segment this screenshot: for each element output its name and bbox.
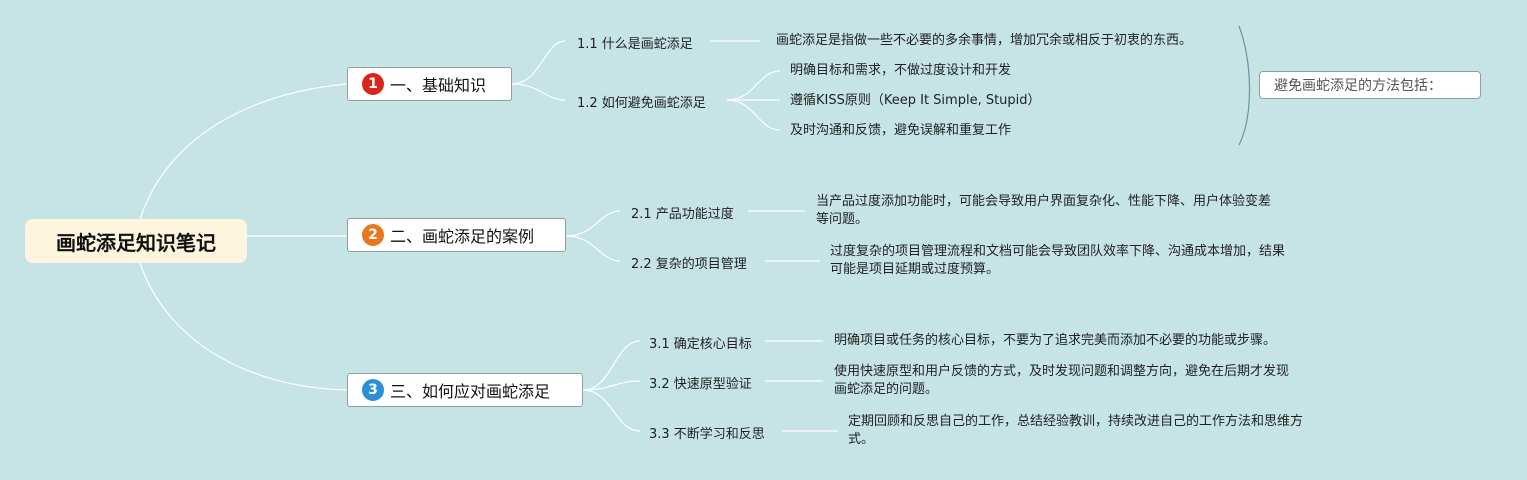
subtopic-1-2[interactable]: 1.2 如何避免画蛇添足 [577, 96, 706, 111]
note-3-1: 明确项目或任务的核心目标，不要为了追求完美而添加不必要的功能或步骤。 [834, 333, 1277, 348]
note-3-2-line-2: 画蛇添足的问题。 [834, 382, 939, 397]
branch-label: 三、如何应对画蛇添足 [390, 382, 551, 401]
subtopic-3-2[interactable]: 3.2 快速原型验证 [649, 377, 752, 392]
note-2-2-line-2: 可能是项目延期或过度预算。 [830, 262, 1000, 277]
subtopic-1-1[interactable]: 1.1 什么是画蛇添足 [577, 37, 693, 52]
note-3-3: 定期回顾和反思自己的工作，总结经验教训，持续改进自己的工作方法和思维方 式。 [848, 413, 1303, 449]
note-3-2-line-1: 使用快速原型和用户反馈的方式，及时发现问题和调整方向，避免在后期才发现 [834, 364, 1290, 379]
subtopic-3-3[interactable]: 3.3 不断学习和反思 [649, 427, 765, 442]
note-2-2: 过度复杂的项目管理流程和文档可能会导致团队效率下降、沟通成本增加，结果 可能是项… [830, 243, 1285, 279]
note-1-1: 画蛇添足是指做一些不必要的多余事情，增加冗余或相反于初衷的东西。 [776, 33, 1193, 48]
note-2-2-line-1: 过度复杂的项目管理流程和文档可能会导致团队效率下降、沟通成本增加，结果 [830, 244, 1286, 259]
number-badge-1: 1 [362, 73, 384, 95]
branch-solutions[interactable]: 3 三、如何应对画蛇添足 [347, 373, 583, 407]
subtopic-2-1[interactable]: 2.1 产品功能过度 [631, 207, 734, 222]
note-3-3-line-2: 式。 [848, 432, 875, 447]
number-badge-2: 2 [362, 224, 384, 246]
note-2-1-line-1: 当产品过度添加功能时，可能会导致用户界面复杂化、性能下降、用户体验变差 [816, 194, 1272, 209]
summary-label: 避免画蛇添足的方法包括： [1274, 78, 1442, 94]
note-3-3-line-1: 定期回顾和反思自己的工作，总结经验教训，持续改进自己的工作方法和思维方 [848, 414, 1304, 429]
subtopic-2-2[interactable]: 2.2 复杂的项目管理 [631, 257, 747, 272]
branch-label: 二、画蛇添足的案例 [390, 227, 535, 246]
summary-callout[interactable]: 避免画蛇添足的方法包括： [1259, 71, 1481, 99]
number-badge-3: 3 [362, 379, 384, 401]
note-3-2: 使用快速原型和用户反馈的方式，及时发现问题和调整方向，避免在后期才发现 画蛇添足… [834, 363, 1289, 399]
root-title: 画蛇添足知识笔记 [56, 230, 216, 255]
root-topic[interactable]: 画蛇添足知识笔记 [25, 219, 247, 263]
branch-label: 一、基础知识 [390, 76, 487, 95]
note-2-1: 当产品过度添加功能时，可能会导致用户界面复杂化、性能下降、用户体验变差 等问题。 [816, 193, 1271, 229]
branch-basics[interactable]: 1 一、基础知识 [347, 67, 512, 101]
note-1-2-b: 遵循KISS原则（Keep It Simple, Stupid） [790, 93, 1041, 108]
note-1-2-a: 明确目标和需求，不做过度设计和开发 [790, 63, 1012, 78]
note-1-2-c: 及时沟通和反馈，避免误解和重复工作 [790, 123, 1012, 138]
subtopic-3-1[interactable]: 3.1 确定核心目标 [649, 337, 752, 352]
branch-cases[interactable]: 2 二、画蛇添足的案例 [347, 218, 566, 252]
note-2-1-line-2: 等问题。 [816, 212, 869, 227]
